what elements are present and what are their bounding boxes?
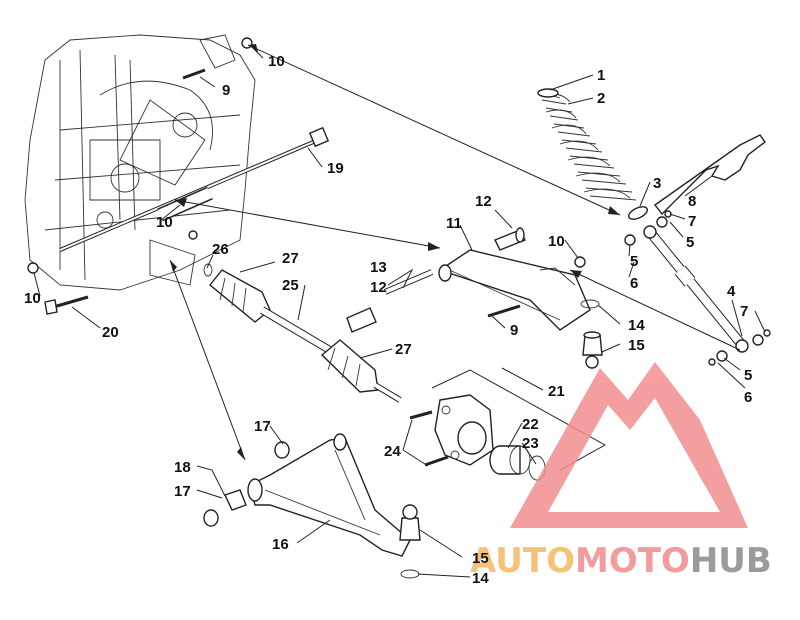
callout-23: 23 xyxy=(522,435,539,452)
shock-absorber xyxy=(624,210,771,366)
callout-5-shock-top-left: 5 xyxy=(630,253,638,270)
callout-14-lower: 14 xyxy=(472,570,489,587)
callout-13: 13 xyxy=(370,259,387,276)
drive-axle xyxy=(209,269,402,403)
coil-spring xyxy=(537,88,637,201)
callout-7-shock-top: 7 xyxy=(688,213,696,230)
callout-14-upper: 14 xyxy=(628,317,645,334)
watermark-part-auto: AUTO xyxy=(470,541,575,581)
callout-10-upper-arm: 10 xyxy=(548,233,565,250)
callout-10-frame-left: 10 xyxy=(24,290,41,307)
callout-17-lower: 17 xyxy=(174,483,191,500)
callout-18: 18 xyxy=(174,459,191,476)
leader-lines xyxy=(33,44,766,578)
wheel-bearing xyxy=(489,445,531,475)
callout-12-lower: 12 xyxy=(370,279,387,296)
callout-5-shock-top: 5 xyxy=(686,234,694,251)
lower-a-arm xyxy=(247,433,411,557)
callout-27-outer-boot: 27 xyxy=(395,341,412,358)
callout-25: 25 xyxy=(282,277,299,294)
callout-6-shock-top: 6 xyxy=(630,275,638,292)
axle-circlip xyxy=(203,263,213,277)
callout-9-upper-arm: 9 xyxy=(510,322,518,339)
callout-15-upper: 15 xyxy=(628,337,645,354)
callout-9-frame: 9 xyxy=(222,82,230,99)
knuckle-bolts xyxy=(409,410,449,467)
callout-24: 24 xyxy=(384,443,401,460)
callout-4: 4 xyxy=(727,283,736,300)
callout-1: 1 xyxy=(597,67,605,84)
upper-ball-joint xyxy=(582,331,603,369)
callout-19: 19 xyxy=(327,160,344,177)
callout-22: 22 xyxy=(522,416,539,433)
callout-15-lower: 15 xyxy=(472,550,489,567)
callout-20: 20 xyxy=(102,324,119,341)
knuckle-assembly-bracket xyxy=(431,369,607,471)
callout-17-upper: 17 xyxy=(254,418,271,435)
callout-10-frame-top: 10 xyxy=(268,53,285,70)
watermark-part-moto: MOTO xyxy=(575,541,690,581)
upper-bushing xyxy=(494,227,526,251)
upper-a-arm xyxy=(438,249,591,331)
callout-3: 3 xyxy=(653,175,661,192)
callout-2: 2 xyxy=(597,90,605,107)
watermark-auto-text: AUTOMOTOHUB xyxy=(470,541,772,581)
callout-27-inner-boot: 27 xyxy=(282,250,299,267)
lower-snap-ring xyxy=(400,569,420,579)
assembly-arrows xyxy=(169,44,741,461)
lower-ball-joint xyxy=(399,504,421,541)
callout-26: 26 xyxy=(212,241,229,258)
automotohub-watermark: AUTOMOTOHUB xyxy=(470,362,772,581)
callout-16: 16 xyxy=(272,536,289,553)
callout-21: 21 xyxy=(548,383,565,400)
callout-8: 8 xyxy=(688,193,696,210)
spanner-wrench xyxy=(653,134,766,216)
callout-5-shock-bottom: 5 xyxy=(744,367,752,384)
steering-knuckle xyxy=(434,394,494,466)
callout-11: 11 xyxy=(446,215,462,232)
chassis-frame xyxy=(24,34,256,291)
watermark-logo-shape xyxy=(510,362,748,528)
spring-retainer xyxy=(627,206,649,220)
callout-7-shock-bottom: 7 xyxy=(740,303,748,320)
callout-10-frame-middle: 10 xyxy=(156,214,173,231)
callout-12-upper: 12 xyxy=(475,193,492,210)
watermark-part-hub: HUB xyxy=(690,541,772,581)
callout-labels: 1 2 3 4 5 5 5 6 6 7 7 8 9 9 10 10 10 10 … xyxy=(24,53,752,587)
callout-6-shock-bottom: 6 xyxy=(744,389,752,406)
upper-snap-ring xyxy=(580,299,600,309)
pivot-sleeve xyxy=(346,269,434,333)
